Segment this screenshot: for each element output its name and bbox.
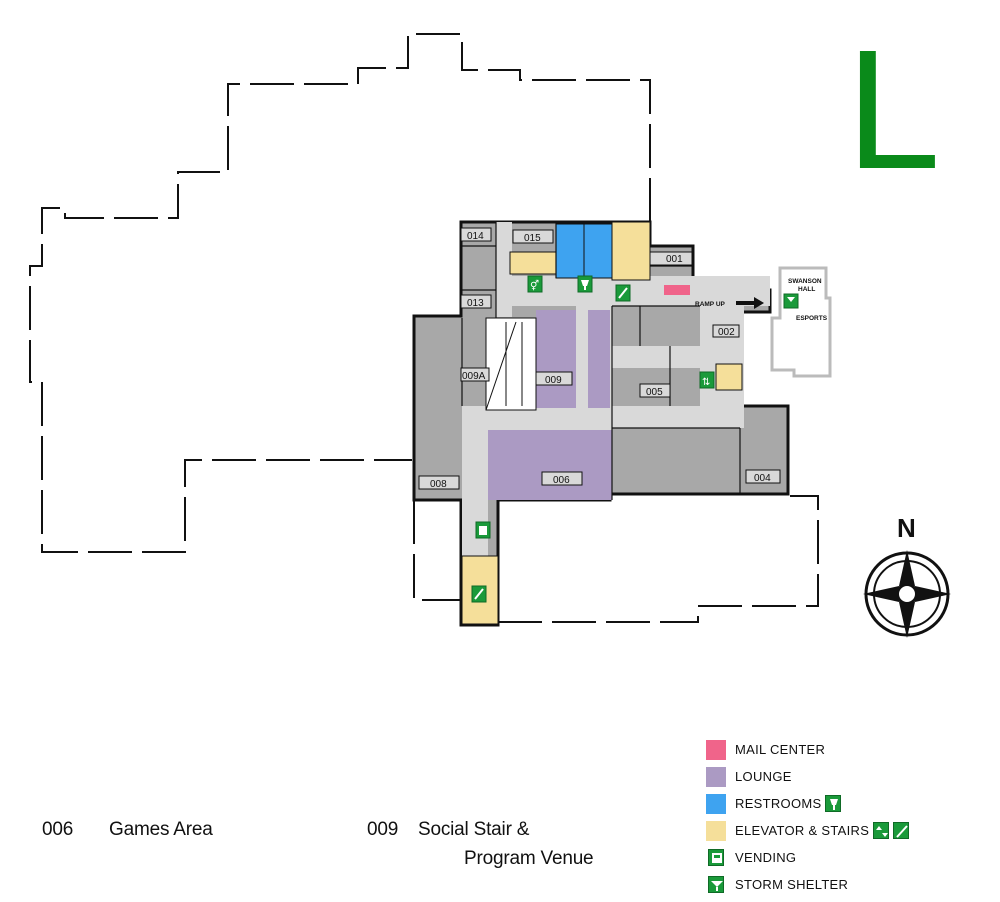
room-009a-label: 009A [462, 371, 486, 382]
legend-label: LOUNGE [735, 769, 792, 784]
key-009-number: 009 [367, 819, 399, 840]
key-009-name: Social Stair & [418, 819, 530, 840]
stairs-icon [471, 585, 487, 603]
interior-walls [461, 222, 741, 500]
room-002-label: 002 [718, 327, 735, 338]
room-004-label: 004 [754, 473, 771, 484]
legend-label: MAIL CENTER [735, 742, 826, 757]
legend-elevator-stairs: ELEVATOR & STAIRS [706, 817, 996, 844]
lounge-areas [488, 310, 612, 500]
lounge-swatch [706, 766, 726, 787]
room-009-label: 009 [545, 375, 562, 386]
legend-storm-shelter: STORM SHELTER [706, 871, 996, 898]
storm-shelter-icon [708, 876, 724, 893]
compass-north-label: N [897, 513, 916, 543]
svg-text:⚥: ⚥ [530, 280, 539, 292]
legend-vending: VENDING [706, 844, 996, 871]
room-001-label: 001 [666, 254, 683, 265]
social-stair [485, 317, 537, 411]
ramp-up-label: RAMP UP [695, 301, 726, 308]
key-006-name: Games Area [109, 819, 213, 840]
swanson-hall: SWANSON HALL ESPORTS [770, 266, 832, 378]
dashed-building-outline [29, 33, 819, 623]
elevator-icon: ⇅ [699, 371, 715, 389]
swanson-hall-label-2: HALL [798, 286, 815, 293]
mail-center-swatch [706, 739, 726, 760]
room-008-label: 008 [430, 479, 447, 490]
room-006-label: 006 [553, 475, 570, 486]
room-label-boxes [418, 227, 781, 490]
legend-label: RESTROOMS [735, 796, 822, 811]
stairs-icon [893, 822, 910, 839]
restrooms [555, 223, 613, 279]
restrooms-swatch [706, 793, 726, 814]
storm-shelter-icon [783, 293, 799, 309]
stairs-icon [615, 284, 631, 302]
ramp-up-arrow [736, 297, 764, 309]
room-014-label: 014 [467, 231, 484, 242]
elevator-stairs-swatch [706, 820, 726, 841]
legend-label: VENDING [735, 850, 797, 865]
room-013-label: 013 [467, 298, 484, 309]
key-009-name-line2: Program Venue [464, 848, 594, 869]
key-006-number: 006 [42, 819, 74, 840]
building-floor: 001 002 004 005 006 008 009 009A 013 014… [412, 220, 790, 627]
compass-rose: N [863, 513, 951, 638]
room-005-label: 005 [646, 387, 663, 398]
map-legend: MAIL CENTER LOUNGE RESTROOMS ELEVATOR & … [706, 736, 996, 898]
swanson-hall-label-1: SWANSON [788, 278, 822, 285]
legend-restrooms: RESTROOMS [706, 790, 996, 817]
restroom-icon: ⚥ [527, 275, 543, 293]
level-letter: L [846, 15, 941, 205]
legend-label: ELEVATOR & STAIRS [735, 823, 870, 838]
vending-icon [475, 521, 491, 539]
mail-center [664, 285, 690, 295]
vending-icon [708, 849, 724, 866]
legend-lounge: LOUNGE [706, 763, 996, 790]
restroom-icon [825, 795, 842, 812]
esports-label: ESPORTS [796, 315, 828, 322]
legend-mail-center: MAIL CENTER [706, 736, 996, 763]
room-015-label: 015 [524, 233, 541, 244]
restroom-icon [577, 275, 593, 293]
svg-text:⇅: ⇅ [702, 377, 710, 388]
legend-label: STORM SHELTER [735, 877, 849, 892]
elevator-icon [873, 822, 890, 839]
